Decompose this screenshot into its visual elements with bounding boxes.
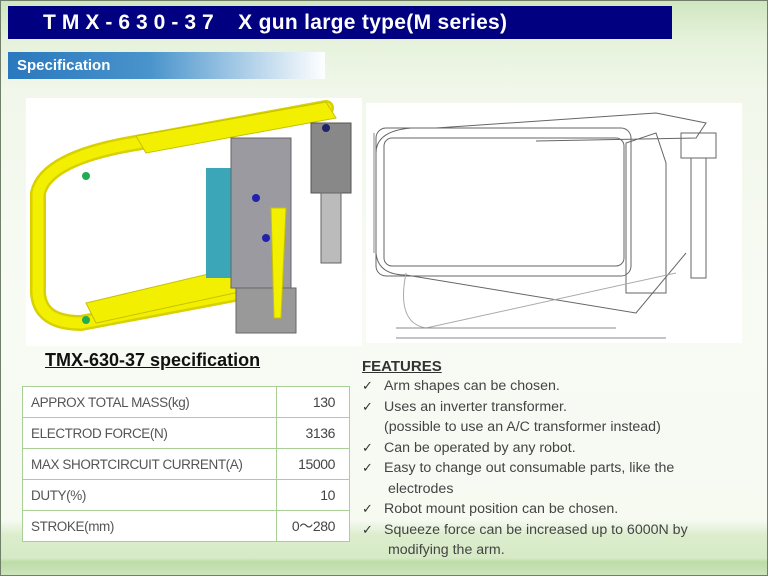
table-row: MAX SHORTCIRCUIT CURRENT(A)15000 — [22, 448, 351, 480]
spec-label: STROKE(mm) — [22, 510, 277, 542]
spec-value: 10 — [275, 479, 351, 511]
checkmark-icon: ✓ — [362, 378, 373, 393]
page-title: TMX-630-37 X gun large type(M series) — [8, 6, 672, 39]
gun-3d-image — [26, 98, 362, 346]
list-item: ✓Robot mount position can be chosen. — [362, 499, 762, 520]
list-item: ✓Arm shapes can be chosen. — [362, 376, 762, 397]
section-label: Specification — [8, 52, 325, 79]
checkmark-icon: ✓ — [362, 439, 373, 455]
list-item: ✓Can be operated by any robot. — [362, 438, 762, 459]
dimension-drawing — [366, 103, 742, 343]
list-item: ✓Uses an inverter transformer. (possible… — [362, 397, 762, 438]
spec-label: ELECTROD FORCE(N) — [22, 417, 277, 449]
table-row: APPROX TOTAL MASS(kg)130 — [22, 386, 351, 418]
checkmark-icon: ✓ — [362, 460, 373, 475]
spec-value: 130 — [275, 386, 351, 418]
spec-value: 15000 — [275, 448, 351, 480]
checkmark-icon: ✓ — [362, 398, 373, 414]
table-row: DUTY(%)10 — [22, 479, 351, 511]
spec-value: 3136 — [275, 417, 351, 449]
spec-table: APPROX TOTAL MASS(kg)130 ELECTROD FORCE(… — [22, 386, 351, 542]
spec-value: 0～280 — [275, 510, 351, 542]
table-row: ELECTROD FORCE(N)3136 — [22, 417, 351, 449]
list-item: ✓Easy to change out consumable parts, li… — [362, 458, 762, 499]
model-code: TMX-630-37 — [43, 11, 220, 34]
spec-title: TMX-630-37 specification — [45, 350, 261, 370]
title-text: X gun large type(M series) — [238, 11, 508, 34]
table-row: STROKE(mm)0～280 — [22, 510, 351, 542]
spec-label: APPROX TOTAL MASS(kg) — [22, 386, 277, 418]
checkmark-icon: ✓ — [362, 501, 373, 516]
spec-label: DUTY(%) — [22, 479, 277, 511]
features-list: FEATURES ✓Arm shapes can be chosen. ✓Use… — [362, 358, 762, 561]
list-item: ✓Squeeze force can be increased up to 60… — [362, 520, 762, 561]
spec-label: MAX SHORTCIRCUIT CURRENT(A) — [22, 448, 277, 480]
checkmark-icon: ✓ — [362, 521, 373, 537]
features-title: FEATURES — [362, 358, 442, 375]
